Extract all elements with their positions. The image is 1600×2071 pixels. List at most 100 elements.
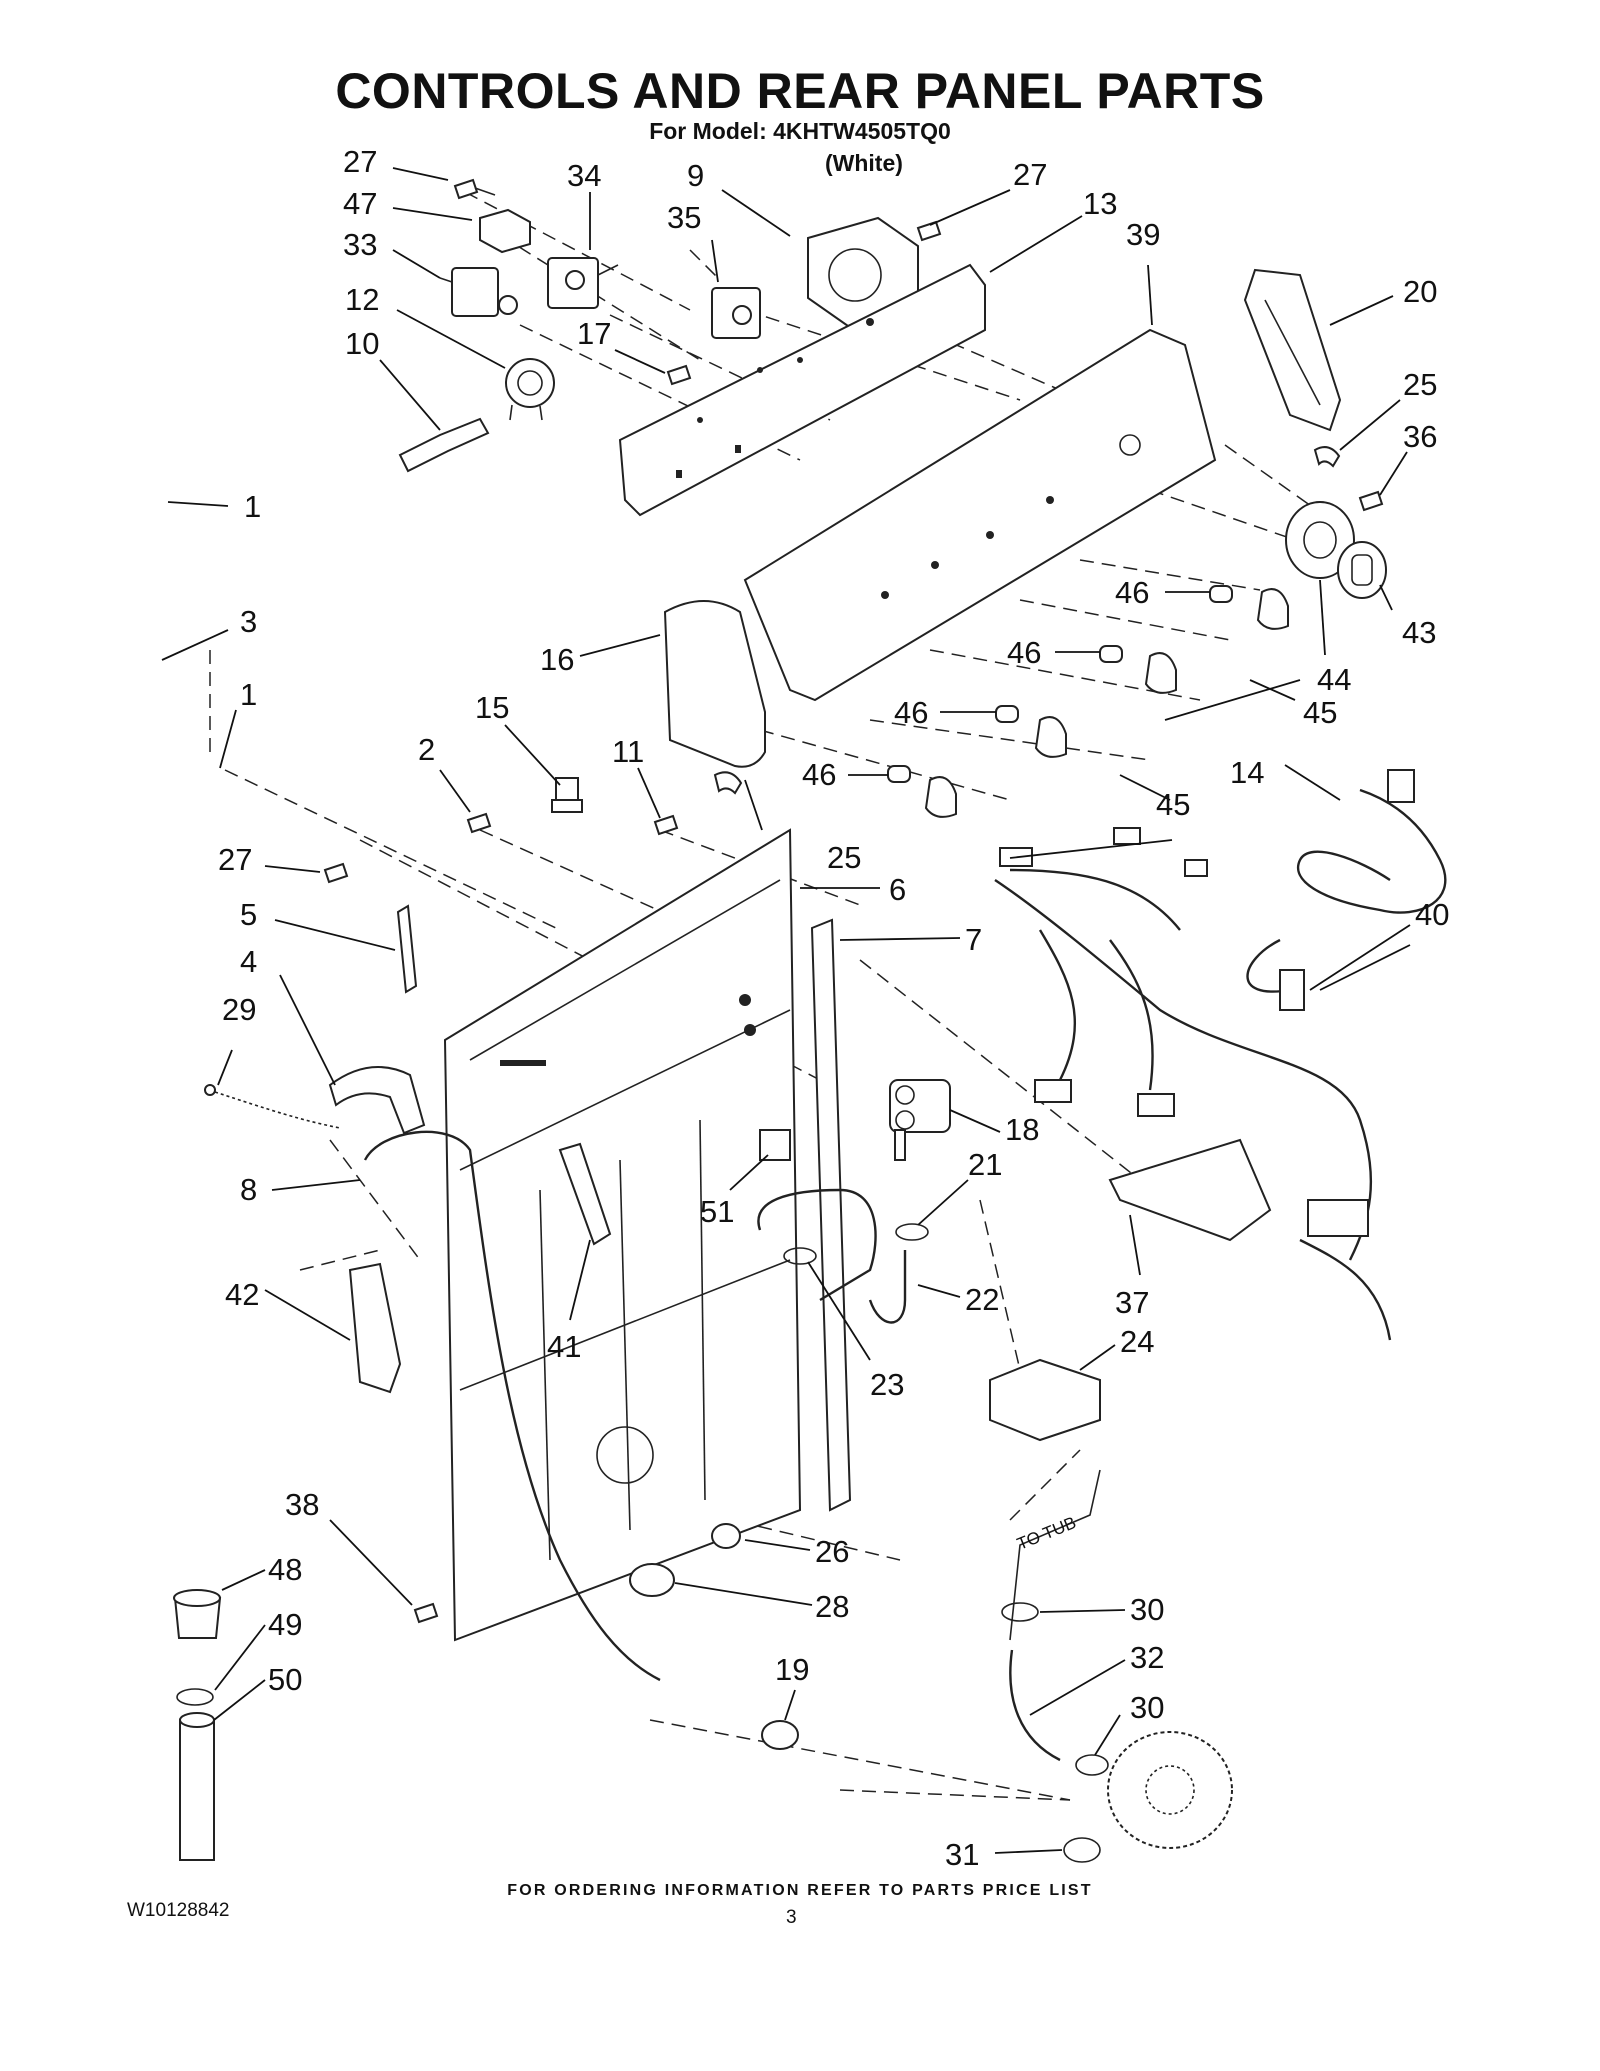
ordering-note: FOR ORDERING INFORMATION REFER TO PARTS … bbox=[507, 1882, 1093, 1899]
callout-45-a: 45 bbox=[1303, 695, 1337, 730]
part-29-tie bbox=[204, 1084, 341, 1129]
part-22-23-hose bbox=[757, 1188, 907, 1324]
part-48-coupling bbox=[173, 1589, 222, 1639]
part-25-clip-lower bbox=[713, 771, 743, 795]
part-27-screw-left bbox=[323, 862, 349, 884]
page-number: 3 bbox=[786, 1907, 797, 1928]
part-46-45-knobs bbox=[887, 585, 1289, 818]
part-8-drain-hose bbox=[363, 1130, 661, 1682]
callout-51: 51 bbox=[700, 1194, 734, 1229]
part-rear-panel-27-screw bbox=[453, 178, 496, 200]
callout-13: 13 bbox=[1083, 186, 1117, 221]
callout-6: 6 bbox=[889, 872, 906, 907]
part-27-screw-right bbox=[916, 220, 942, 242]
part-4-clamp bbox=[328, 1066, 426, 1135]
callout-49: 49 bbox=[268, 1607, 302, 1642]
callout-32: 32 bbox=[1130, 1640, 1164, 1675]
callout-12: 12 bbox=[345, 282, 379, 317]
to-tub-label: TO TUB bbox=[1014, 1513, 1078, 1554]
part-19-clamp bbox=[761, 1720, 799, 1750]
part-39-console bbox=[743, 328, 1217, 702]
callout-27-c: 27 bbox=[218, 842, 252, 877]
part-47-connector bbox=[479, 208, 531, 254]
callout-18: 18 bbox=[1005, 1112, 1039, 1147]
callout-46-c: 46 bbox=[894, 695, 928, 730]
callout-50: 50 bbox=[268, 1662, 302, 1697]
part-6-rear-panel bbox=[443, 828, 802, 1642]
callout-1-a: 1 bbox=[244, 489, 261, 524]
part-34-switch bbox=[547, 257, 619, 309]
part-17-screw bbox=[666, 364, 692, 386]
part-49-ring bbox=[176, 1688, 214, 1706]
part-31-clamp bbox=[1063, 1837, 1101, 1863]
callout-29: 29 bbox=[222, 992, 256, 1027]
callout-42: 42 bbox=[225, 1277, 259, 1312]
callout-30-b: 30 bbox=[1130, 1690, 1164, 1725]
callout-numbers: 27 47 33 34 9 35 27 13 39 12 17 10 20 25… bbox=[218, 144, 1449, 1872]
callout-31: 31 bbox=[945, 1837, 979, 1872]
callout-27-a: 27 bbox=[343, 144, 377, 179]
callout-8: 8 bbox=[240, 1172, 257, 1207]
callout-7: 7 bbox=[965, 922, 982, 957]
part-38-screw bbox=[413, 1602, 439, 1624]
part-41-bracket bbox=[558, 1142, 612, 1246]
callout-27-b: 27 bbox=[1013, 157, 1047, 192]
part-20-end-cap bbox=[1243, 268, 1342, 432]
part-50-standpipe bbox=[179, 1712, 215, 1861]
part-21-ring bbox=[895, 1223, 929, 1241]
part-11-screw bbox=[653, 814, 679, 836]
part-44-knob-dial bbox=[1285, 501, 1355, 579]
part-25-clip-top bbox=[1313, 446, 1341, 468]
part-43-knob bbox=[1337, 541, 1387, 599]
part-35-switch bbox=[711, 287, 761, 339]
callout-44: 44 bbox=[1317, 662, 1351, 697]
model-color: (White) bbox=[825, 150, 903, 176]
part-2-screw bbox=[466, 812, 492, 834]
callout-10: 10 bbox=[345, 326, 379, 361]
callout-15: 15 bbox=[475, 690, 509, 725]
callout-34: 34 bbox=[567, 158, 601, 193]
callout-17: 17 bbox=[577, 316, 611, 351]
callout-16: 16 bbox=[540, 642, 574, 677]
part-12-pressure-switch bbox=[505, 358, 555, 421]
callout-46-b: 46 bbox=[1007, 635, 1041, 670]
callout-47: 47 bbox=[343, 186, 377, 221]
callout-23: 23 bbox=[870, 1367, 904, 1402]
callout-40: 40 bbox=[1415, 897, 1449, 932]
callout-39: 39 bbox=[1126, 217, 1160, 252]
callout-9: 9 bbox=[687, 158, 704, 193]
part-14-40-wire-harness bbox=[994, 769, 1447, 1341]
part-36-screw bbox=[1358, 490, 1384, 512]
callout-25-b: 25 bbox=[827, 840, 861, 875]
part-28-clamp bbox=[629, 1563, 675, 1597]
callout-14: 14 bbox=[1230, 755, 1264, 790]
callout-21: 21 bbox=[968, 1147, 1002, 1182]
callout-33: 33 bbox=[343, 227, 377, 262]
page-title: CONTROLS AND REAR PANEL PARTS bbox=[335, 63, 1265, 119]
part-33-switch bbox=[439, 267, 518, 317]
part-pump bbox=[1107, 1731, 1233, 1849]
callout-45-b: 45 bbox=[1156, 787, 1190, 822]
callout-20: 20 bbox=[1403, 274, 1437, 309]
callout-5: 5 bbox=[240, 897, 257, 932]
part-10-bracket bbox=[398, 417, 490, 473]
model-line: For Model: 4KHTW4505TQ0 bbox=[649, 118, 951, 144]
part-15-clip bbox=[551, 777, 583, 813]
callout-22: 22 bbox=[965, 1282, 999, 1317]
part-26-plug bbox=[711, 1523, 741, 1549]
part-30-clamp-top bbox=[1001, 1602, 1039, 1622]
callout-11: 11 bbox=[612, 734, 644, 769]
callout-37: 37 bbox=[1115, 1285, 1149, 1320]
callout-35: 35 bbox=[667, 200, 701, 235]
callout-2: 2 bbox=[418, 732, 435, 767]
tub-leader bbox=[1009, 1469, 1101, 1641]
callout-19: 19 bbox=[775, 1652, 809, 1687]
callout-28: 28 bbox=[815, 1589, 849, 1624]
part-32-hose bbox=[1009, 1649, 1061, 1762]
callout-46-a: 46 bbox=[1115, 575, 1149, 610]
callout-1-b: 1 bbox=[240, 677, 257, 712]
callout-24: 24 bbox=[1120, 1324, 1154, 1359]
part-23-ring bbox=[783, 1247, 817, 1265]
part-7-rail bbox=[810, 918, 852, 1512]
